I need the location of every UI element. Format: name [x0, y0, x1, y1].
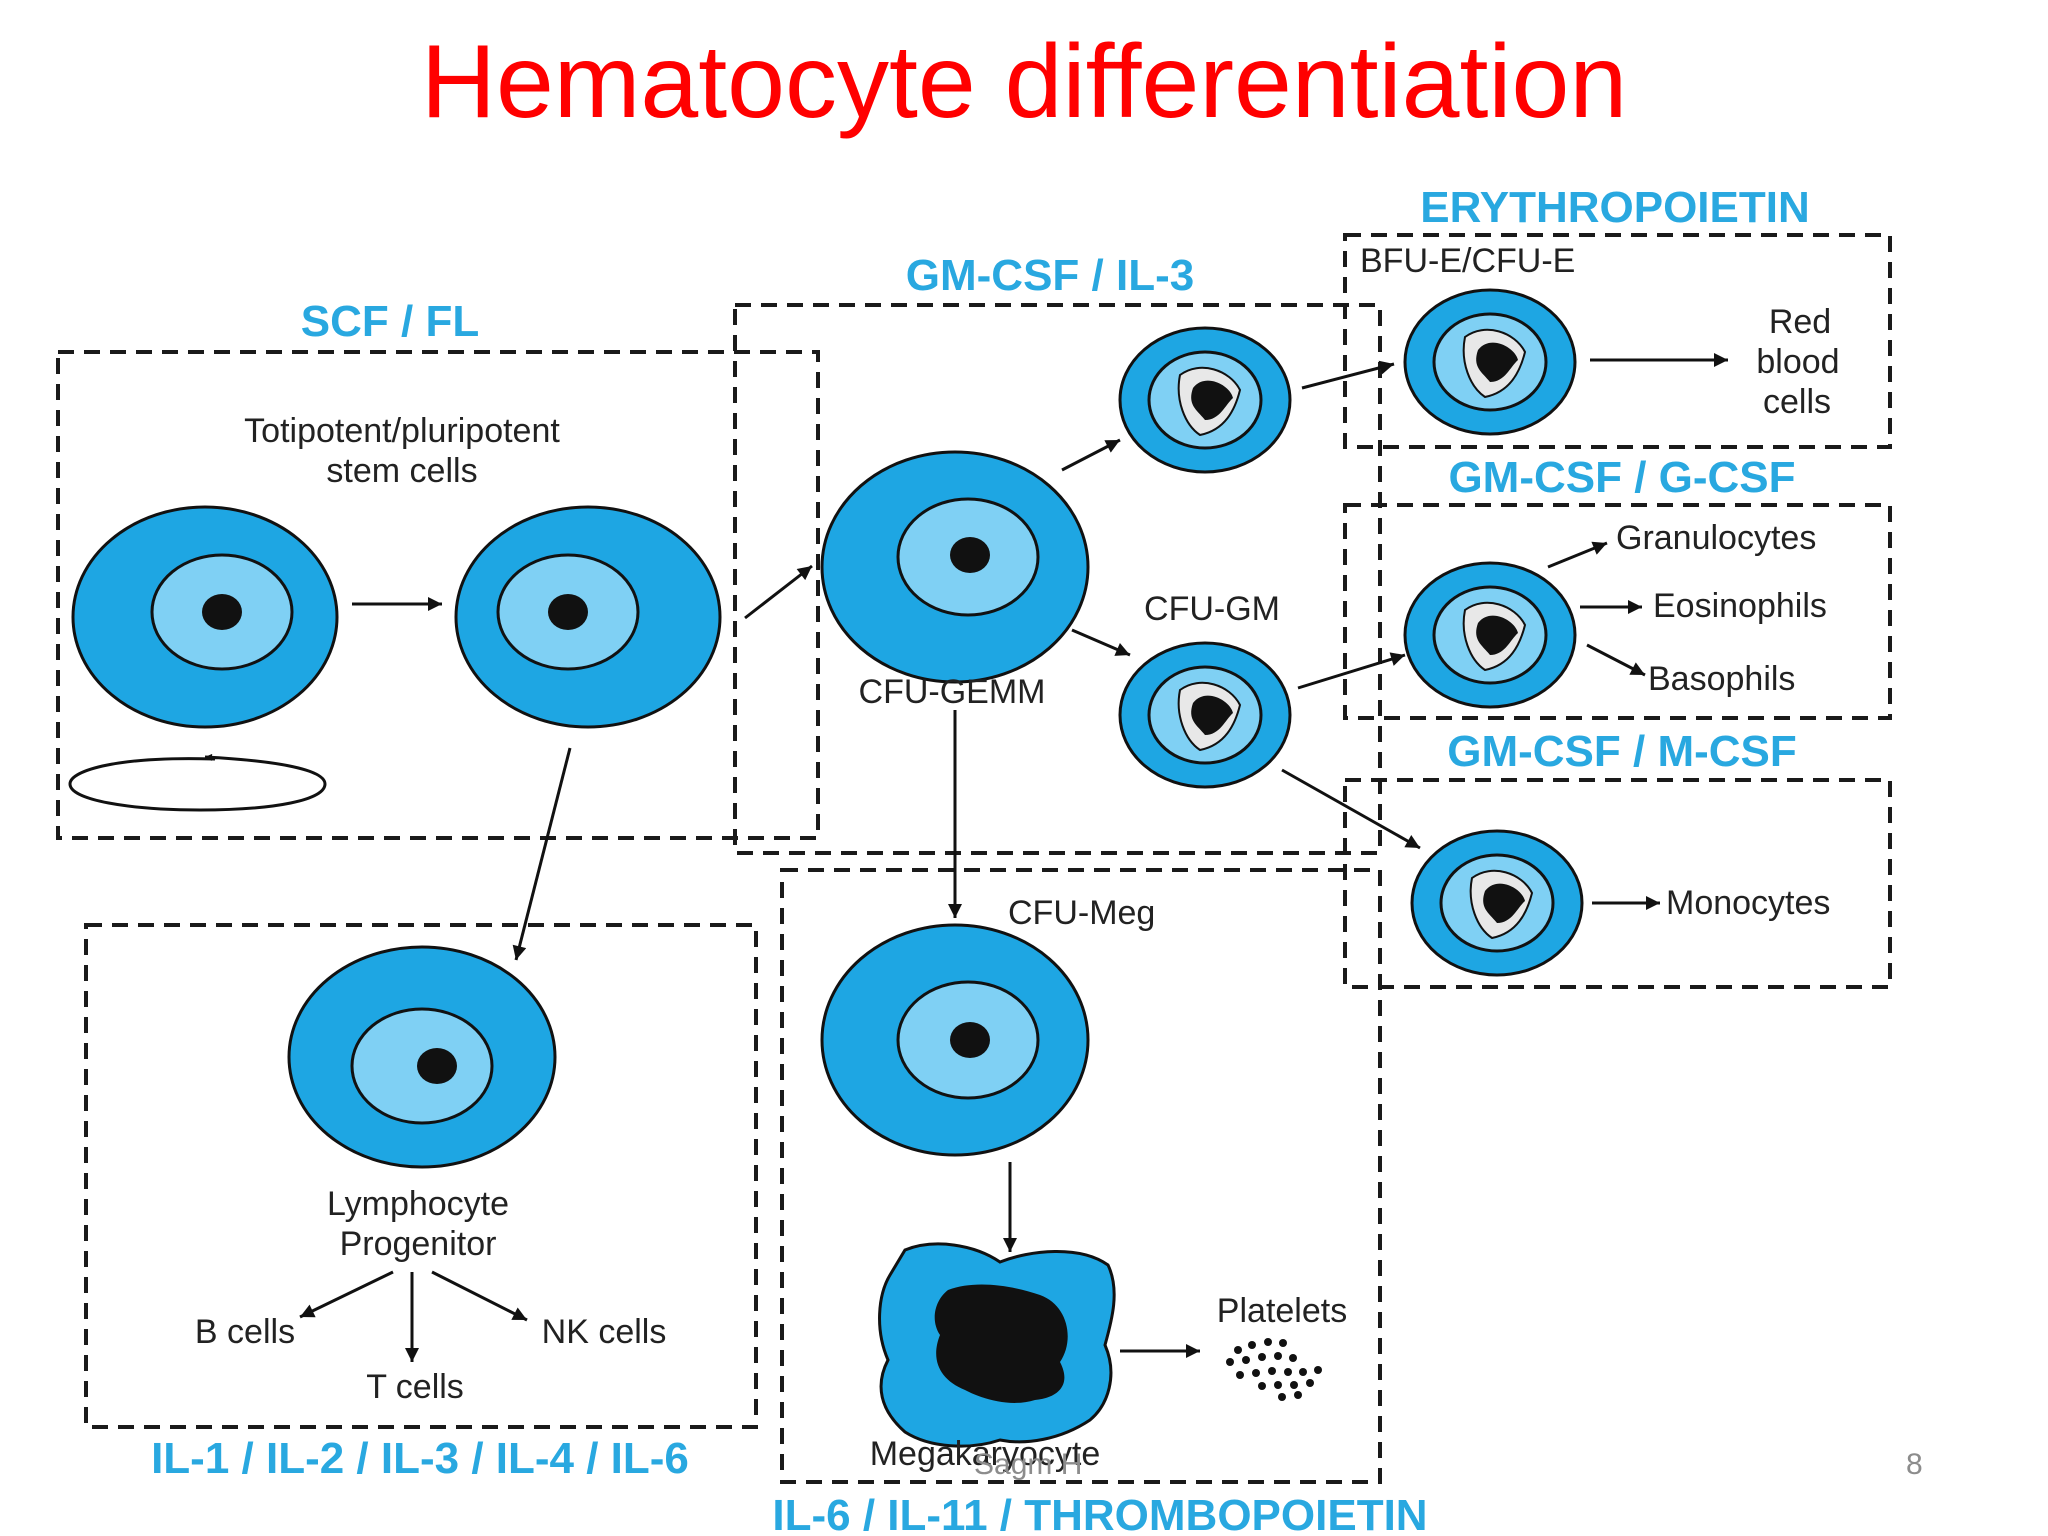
differentiation-arrows: [299, 353, 1728, 1362]
monocytes-label: Monocytes: [1666, 884, 1830, 922]
lymphocyte-progenitor-label-line1: Lymphocyte: [327, 1185, 509, 1223]
stem-cell-1: [71, 505, 339, 729]
lymphoid-box: [84, 923, 758, 1429]
erythroid-box: [1343, 233, 1892, 449]
stem-cell-2: [454, 505, 722, 729]
cytokine-gm-csf-g-csf: GM-CSF / G-CSF: [1448, 453, 1795, 502]
nk-cells-label: NK cells: [542, 1313, 667, 1351]
red-blood-cells-label-line2: blood: [1756, 343, 1839, 381]
stem-cells-label-line2: stem cells: [326, 452, 477, 490]
basophils-label: Basophils: [1648, 660, 1795, 698]
cfu-gm-label: CFU-GM: [1144, 590, 1280, 628]
eosinophils-label: Eosinophils: [1653, 587, 1827, 625]
footer-author: Sagm H: [974, 1448, 1083, 1481]
megakaryocyte-label: Megakaryocyte: [870, 1435, 1101, 1473]
myeloid-progenitor-box: [733, 303, 1382, 855]
cfu-gemm-label: CFU-GEMM: [859, 673, 1046, 711]
granulocytes-label: Granulocytes: [1616, 519, 1816, 557]
platelets: [1226, 1338, 1322, 1401]
monocyte-box: [1343, 778, 1892, 989]
page-number: 8: [1906, 1448, 1923, 1481]
platelets-label: Platelets: [1217, 1292, 1347, 1330]
cfu-meg-label: CFU-Meg: [1008, 894, 1155, 932]
megakaryocyte-box: [780, 868, 1382, 1484]
cfu-meg-cell: [820, 923, 1090, 1157]
bfu-cfu-e-cell: [1403, 288, 1577, 436]
cytokine-gm-csf-il3: GM-CSF / IL-3: [906, 251, 1194, 300]
red-blood-cells-label-line1: Red: [1769, 303, 1831, 341]
granulocyte-progenitor-cell: [1403, 561, 1577, 709]
cytokine-thrombopoietin: IL-6 / IL-11 / THROMBOPOIETIN: [772, 1491, 1427, 1536]
self-renewal-loop: [68, 753, 327, 812]
slide-title: Hematocyte differentiation: [420, 24, 1628, 140]
cfu-gm-cell: [1118, 641, 1292, 789]
lymphocyte-progenitor-cell: [287, 945, 557, 1169]
cytokine-lymphoid: IL-1 / IL-2 / IL-3 / IL-4 / IL-6: [151, 1434, 689, 1483]
megakaryocyte-cell: [878, 1242, 1116, 1448]
cytokine-scf-fl: SCF / FL: [301, 297, 479, 346]
red-blood-cells-label-line3: cells: [1763, 383, 1831, 421]
cytokine-gm-csf-m-csf: GM-CSF / M-CSF: [1447, 727, 1797, 776]
lymphocyte-progenitor-label-line2: Progenitor: [340, 1225, 497, 1263]
granulocyte-box: [1343, 503, 1892, 720]
stem-cells-label-line1: Totipotent/pluripotent: [244, 412, 560, 450]
monocyte-progenitor-cell: [1410, 829, 1584, 977]
cfu-gemm-cell: [820, 450, 1090, 684]
b-cells-label: B cells: [195, 1313, 295, 1351]
bfu-cfu-e-label: BFU-E/CFU-E: [1360, 242, 1575, 280]
erythroid-progenitor-cell: [1118, 326, 1292, 474]
stem-cell-box: [56, 350, 820, 840]
t-cells-label: T cells: [366, 1368, 464, 1406]
cytokine-erythropoietin: ERYTHROPOIETIN: [1420, 183, 1810, 232]
